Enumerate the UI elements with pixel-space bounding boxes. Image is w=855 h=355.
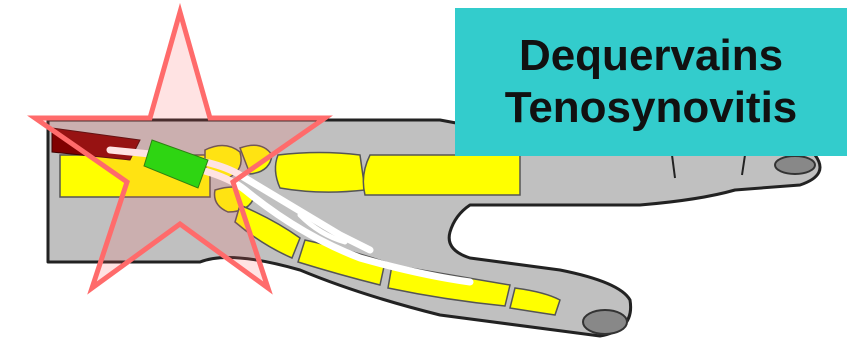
fingernail-index [775,156,815,174]
metacarpal-index [275,153,365,193]
title-box: Dequervains Tenosynovitis [455,8,847,156]
title-line-2: Tenosynovitis [505,82,798,134]
fingernail-thumb [583,310,627,334]
title-line-1: Dequervains [519,30,783,82]
phalanx-index-proximal [363,155,520,195]
